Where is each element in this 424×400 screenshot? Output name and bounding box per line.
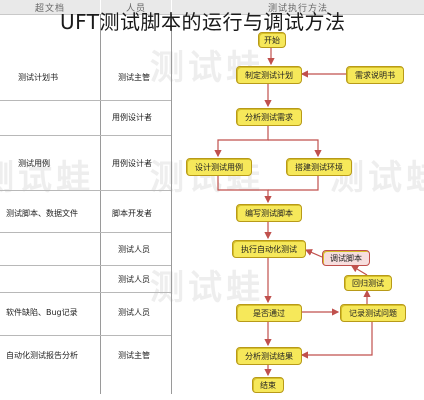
node-debug: 调试脚本 <box>322 250 370 266</box>
column-header-flow: 测试执行方法 <box>172 0 424 15</box>
doc-label: 测试脚本、数据文件 <box>6 209 78 218</box>
doc-label: 测试计划书 <box>18 73 58 82</box>
role-label: 测试主管 <box>118 73 150 82</box>
node-analyze-result: 分析测试结果 <box>236 347 302 365</box>
row-divider <box>0 100 171 101</box>
watermark: 测试蛙 <box>0 158 94 198</box>
node-build-env: 搭建测试环境 <box>286 158 352 176</box>
node-end: 结束 <box>252 377 284 393</box>
doc-label: 自动化测试报告分析 <box>6 351 78 360</box>
watermark: 测试蛙 <box>150 268 264 308</box>
role-label: 测试人员 <box>118 275 150 284</box>
role-label: 测试人员 <box>118 245 150 254</box>
node-start: 开始 <box>258 32 286 48</box>
row-divider <box>0 292 171 293</box>
node-write-script: 编写测试脚本 <box>236 204 302 222</box>
role-label: 用例设计者 <box>112 159 152 168</box>
node-regression: 回归测试 <box>344 275 392 291</box>
page-title: UFT测试脚本的运行与调试方法 <box>60 10 346 34</box>
column-divider <box>100 14 101 394</box>
doc-label: 测试用例 <box>18 159 50 168</box>
node-plan: 制定测试计划 <box>236 66 302 84</box>
column-header-roles: 人员 <box>101 0 171 15</box>
column-divider <box>171 14 172 394</box>
row-divider <box>0 335 171 336</box>
role-label: 脚本开发者 <box>112 209 152 218</box>
role-label: 用例设计者 <box>112 113 152 122</box>
node-requirements: 需求说明书 <box>346 66 404 84</box>
role-label: 测试人员 <box>118 308 150 317</box>
node-design-case: 设计测试用例 <box>186 158 252 176</box>
column-header-docs: 超文档 <box>0 0 100 15</box>
doc-label: 软件缺陷、Bug记录 <box>6 308 78 317</box>
row-divider <box>0 190 171 191</box>
role-label: 测试主管 <box>118 351 150 360</box>
node-record-issue: 记录测试问题 <box>340 304 406 322</box>
row-divider <box>0 265 171 266</box>
row-divider <box>0 135 171 136</box>
row-divider <box>0 232 171 233</box>
node-analyze-req: 分析测试需求 <box>236 108 302 126</box>
node-run-test: 执行自动化测试 <box>232 240 306 258</box>
node-pass-check: 是否通过 <box>236 304 302 322</box>
